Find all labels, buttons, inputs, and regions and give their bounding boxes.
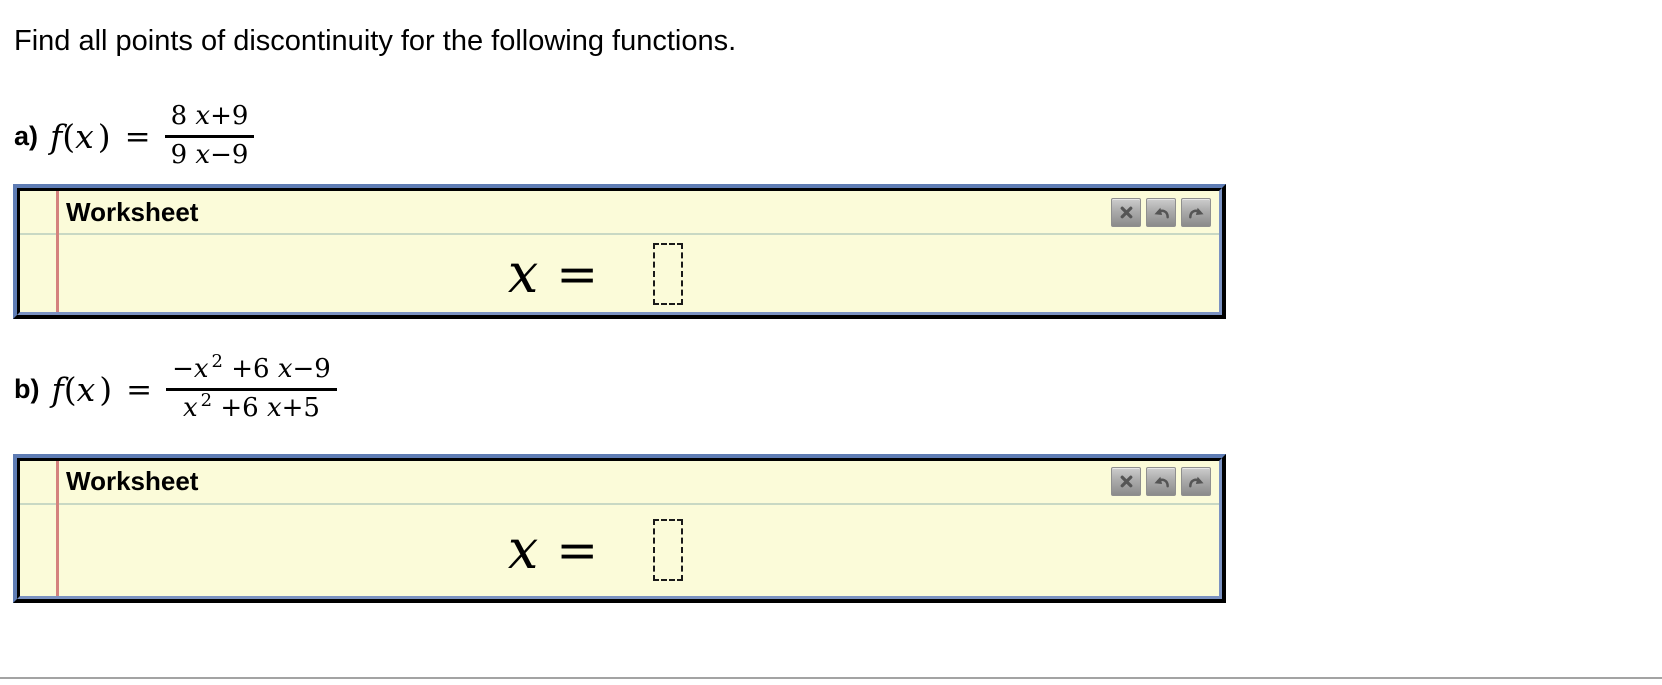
redo-arrow-icon — [1187, 203, 1206, 222]
variable-x: x — [75, 117, 94, 157]
margin-line — [56, 460, 59, 596]
f-symbol: f — [50, 117, 63, 157]
equals-sign: = — [124, 118, 151, 155]
close-paren: ) — [99, 370, 113, 410]
worksheet-panel-b: Worksheet x = — [13, 453, 1226, 603]
redo-button[interactable] — [1181, 467, 1211, 497]
function-notation-b: f(x) — [51, 370, 112, 409]
open-paren: ( — [63, 370, 77, 410]
numerator-a: 8 x+9 — [164, 101, 255, 139]
open-paren: ( — [62, 117, 76, 157]
redo-arrow-icon — [1187, 472, 1206, 491]
undo-button[interactable] — [1146, 467, 1176, 497]
undo-arrow-icon — [1152, 472, 1171, 491]
close-paren: ) — [97, 117, 111, 157]
worksheet-header: Worksheet — [20, 191, 1219, 236]
answer-input-box[interactable] — [653, 519, 684, 582]
answer-row: x = — [0, 235, 1195, 312]
fraction-a: 8 x+9 9 x−9 — [164, 101, 255, 171]
worksheet-header: Worksheet — [20, 461, 1219, 505]
problem-label-a: a) — [14, 121, 39, 152]
variable-x: x — [76, 370, 96, 410]
worksheet-toolbar — [1111, 197, 1211, 227]
answer-equals: = — [556, 244, 599, 303]
bottom-divider — [0, 677, 1662, 679]
f-symbol: f — [51, 370, 64, 410]
undo-arrow-icon — [1152, 203, 1171, 222]
function-notation-a: f(x) — [50, 117, 111, 156]
worksheet-toolbar — [1111, 467, 1211, 497]
redo-button[interactable] — [1181, 197, 1211, 227]
answer-row: x = — [0, 505, 1195, 596]
answer-variable: x — [507, 241, 539, 305]
x-icon — [1117, 203, 1136, 222]
worksheet-title: Worksheet — [66, 196, 199, 227]
problem-label-b: b) — [14, 374, 40, 405]
problem-statement-a: a) f(x) = 8 x+9 9 x−9 — [14, 101, 1662, 171]
answer-variable: x — [507, 518, 539, 582]
x-icon — [1117, 472, 1136, 491]
worksheet-frame: Worksheet x = — [17, 457, 1222, 599]
delete-button[interactable] — [1111, 467, 1141, 497]
delete-button[interactable] — [1111, 197, 1141, 227]
answer-input-box[interactable] — [653, 242, 684, 305]
undo-button[interactable] — [1146, 197, 1176, 227]
worksheet-frame: Worksheet x = — [17, 188, 1222, 316]
question-heading: Find all points of discontinuity for the… — [14, 25, 737, 57]
worksheet-panel-a: Worksheet x = — [13, 184, 1226, 320]
answer-equals: = — [556, 521, 599, 580]
worksheet-title: Worksheet — [66, 466, 199, 497]
denominator-a: 9 x−9 — [170, 140, 249, 171]
margin-line — [56, 191, 59, 313]
equals-sign: = — [126, 371, 153, 408]
